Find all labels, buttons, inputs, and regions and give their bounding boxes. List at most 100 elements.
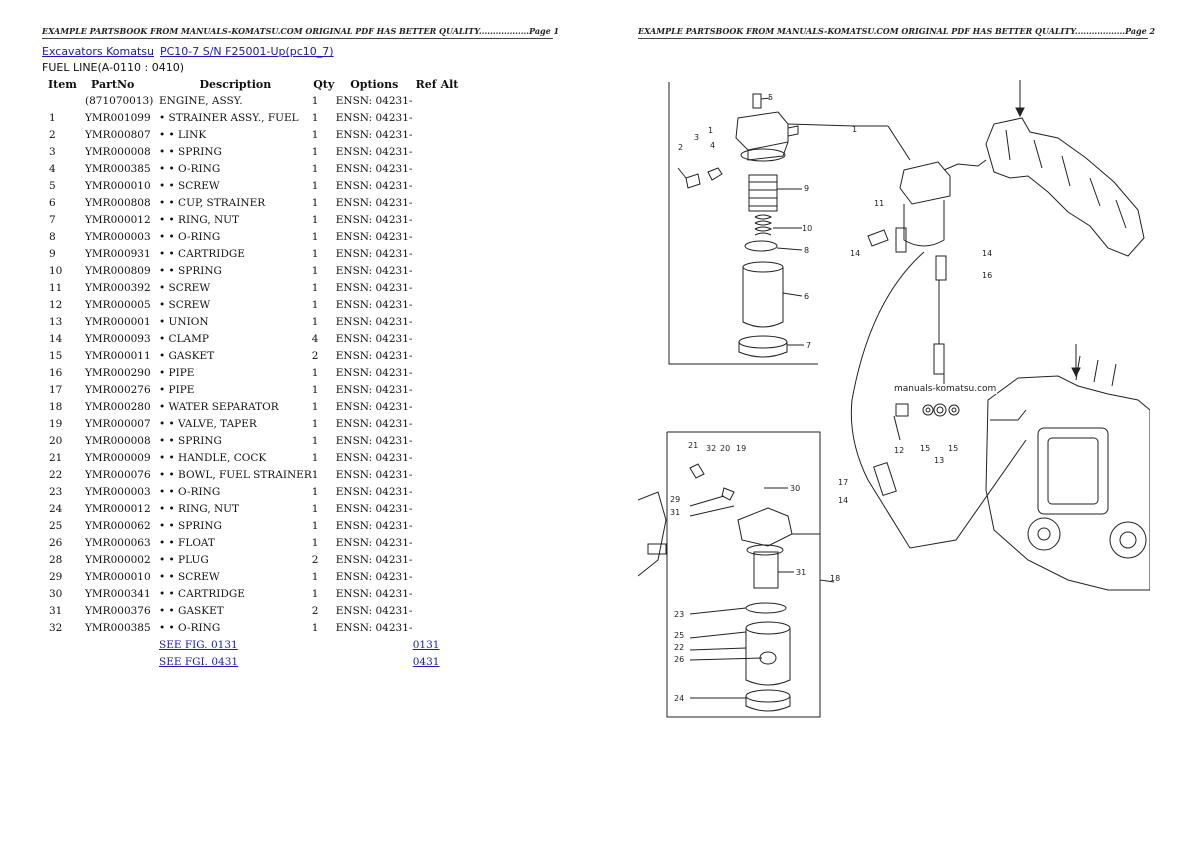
row-partno: YMR000276 [85, 384, 151, 396]
row-qty: 1 [311, 435, 319, 447]
see-figure-link[interactable]: SEE FGI. 0431 [159, 656, 239, 668]
row-partno: YMR000007 [85, 418, 151, 430]
row-ref [413, 93, 440, 110]
callout-4: 4 [710, 141, 715, 150]
row-qty: 1 [311, 418, 319, 430]
row-partno: YMR000005 [85, 299, 151, 311]
row-alt [439, 586, 459, 603]
row-qty: 1 [311, 112, 319, 124]
row-options: ENSN: 04231- [335, 401, 413, 413]
upper-leader-lines [760, 97, 855, 346]
row-options: ENSN: 04231- [335, 571, 413, 583]
row-alt [439, 314, 459, 331]
row-alt [439, 280, 459, 297]
row-item: 26 [49, 537, 63, 549]
row-alt [439, 484, 459, 501]
row-description: • • CUP, STRAINER [159, 197, 266, 209]
row-qty: 1 [311, 265, 319, 277]
row-description: • • O-RING [159, 486, 221, 498]
row-alt [439, 110, 459, 127]
row-ref [413, 348, 440, 365]
row-alt [439, 450, 459, 467]
row-item: 9 [49, 248, 56, 260]
row-ref [413, 484, 440, 501]
row-item: 15 [49, 350, 63, 362]
row-description: • • RING, NUT [159, 503, 240, 515]
row-partno: YMR000385 [85, 622, 151, 634]
row-ref [413, 246, 440, 263]
row-partno: YMR000063 [85, 537, 151, 549]
row-partno: YMR000011 [85, 350, 151, 362]
separator-exploded-view [638, 463, 835, 712]
row-item: 18 [49, 401, 63, 413]
row-alt [439, 246, 459, 263]
row-alt [439, 620, 459, 637]
row-ref [413, 127, 440, 144]
row-options: ENSN: 04231- [335, 180, 413, 192]
row-options [336, 654, 413, 671]
row-ref [413, 297, 440, 314]
callout-32: 32 [706, 444, 716, 453]
figure-ref-link[interactable]: 0131 [412, 639, 440, 651]
breadcrumb-link-category[interactable]: Excavators Komatsu [42, 45, 154, 58]
row-item: 20 [49, 435, 63, 447]
row-description: • SCREW [159, 282, 211, 294]
row-options: ENSN: 04231- [335, 231, 413, 243]
row-item: 3 [49, 146, 56, 158]
row-partno: (871070013) [85, 95, 154, 107]
figure-ref-link[interactable]: 0431 [412, 656, 440, 668]
row-options: ENSN: 04231- [335, 367, 413, 379]
see-figure-row: SEE FGI. 0431 0431 [42, 654, 459, 671]
row-description: • GASKET [159, 350, 215, 362]
row-description: • WATER SEPARATOR [159, 401, 279, 413]
row-description: • CLAMP [159, 333, 209, 345]
row-alt [439, 467, 459, 484]
row-item [42, 93, 85, 110]
row-description: • • CARTRIDGE [159, 248, 245, 260]
see-figure-link[interactable]: SEE FIG. 0131 [159, 639, 238, 651]
header-description: Description [199, 78, 272, 91]
callout-9: 9 [804, 184, 809, 193]
row-item: 29 [49, 571, 63, 583]
header-options: Options [350, 78, 399, 91]
manifold [943, 80, 1145, 257]
row-ref [413, 518, 440, 535]
row-description: • • RING, NUT [159, 214, 240, 226]
row-alt [439, 433, 459, 450]
callout-23: 23 [674, 610, 684, 619]
row-description: • SCREW [159, 299, 211, 311]
row-alt [439, 501, 459, 518]
row-description: • PIPE [159, 367, 195, 379]
row-qty: 1 [311, 452, 319, 464]
row-item: 24 [49, 503, 63, 515]
callout-16: 16 [982, 271, 992, 280]
row-partno: YMR000290 [85, 367, 151, 379]
row-alt [439, 518, 459, 535]
row-partno [85, 637, 159, 654]
row-partno: YMR000012 [85, 503, 151, 515]
row-item: 14 [49, 333, 63, 345]
callout-31: 31 [670, 508, 680, 517]
parts-table: Item PartNo Description Qty Options Ref … [42, 76, 459, 671]
header-partno: PartNo [91, 78, 135, 91]
fuel-line-diagram: 5 1 3 4 2 9 10 8 6 7 1 11 14 14 16 14 12… [638, 80, 1150, 718]
row-alt [439, 552, 459, 569]
row-partno: YMR000808 [85, 197, 151, 209]
row-item: 10 [49, 265, 63, 277]
row-options: ENSN: 04231- [335, 486, 413, 498]
row-partno: YMR000809 [85, 265, 151, 277]
row-description: • • SCREW [159, 571, 220, 583]
row-ref: 0431 [413, 654, 440, 671]
breadcrumb-link-model[interactable]: PC10-7 S/N F25001-Up(pc10_7) [159, 45, 334, 58]
